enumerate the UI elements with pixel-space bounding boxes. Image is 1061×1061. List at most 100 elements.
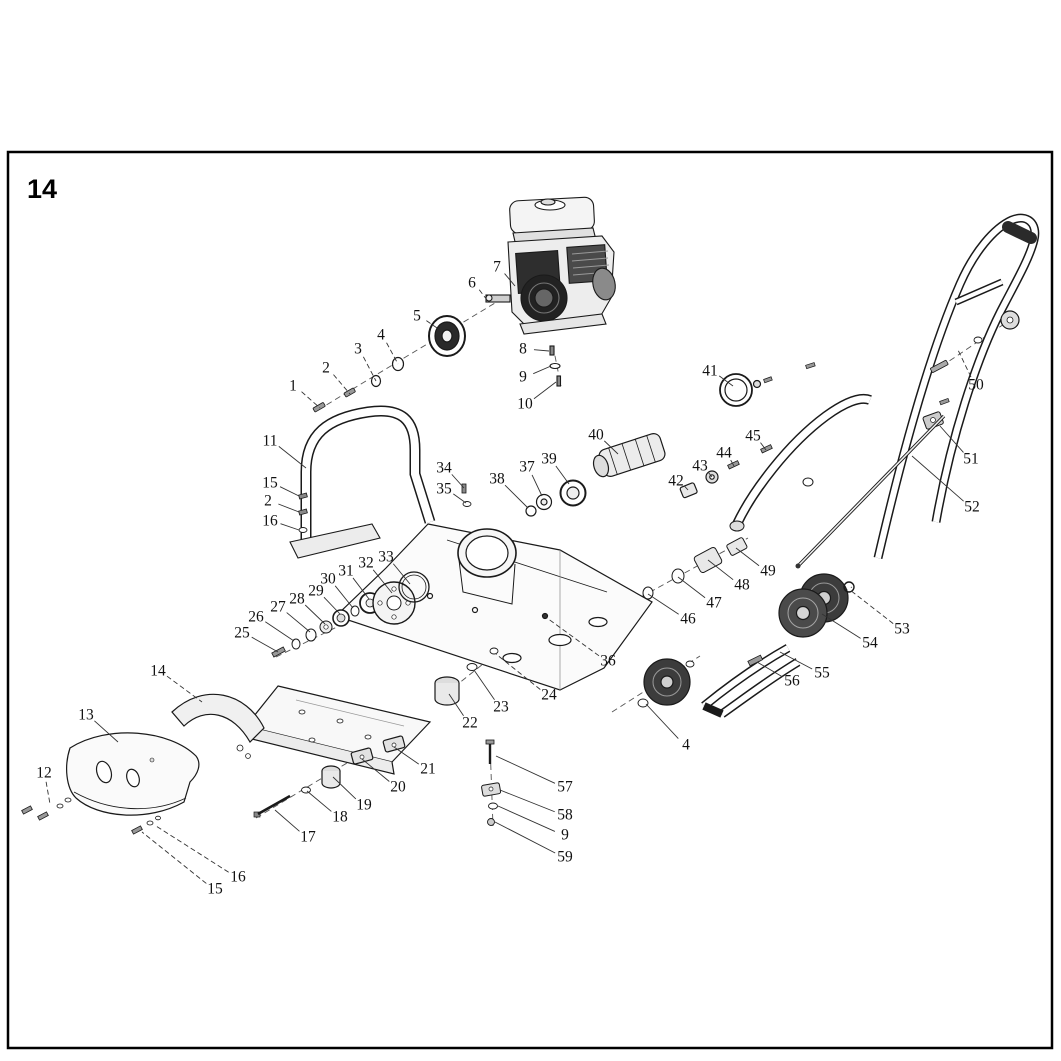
retaining-ring [843, 581, 855, 593]
washer [155, 815, 161, 821]
leader-line-14 [166, 675, 203, 703]
sole-fasteners [21, 797, 161, 835]
callout-12: 12 [36, 765, 52, 782]
callout-52: 52 [964, 499, 980, 516]
callout-44: 44 [716, 445, 732, 462]
leader-line-34 [451, 474, 465, 489]
callout-25: 25 [234, 625, 250, 642]
leader-line-58 [499, 789, 555, 813]
leader-line-10 [533, 381, 557, 400]
leader-line-46 [647, 593, 679, 615]
callout-31: 31 [338, 563, 354, 580]
page-number: 14 [27, 174, 57, 204]
bolt-head [485, 739, 495, 745]
callout-39: 39 [541, 451, 557, 468]
callout-24: 24 [541, 687, 557, 704]
callout-34: 34 [436, 460, 452, 477]
callout-33: 33 [378, 549, 394, 566]
leader-line-23 [473, 669, 495, 700]
bolt [461, 483, 467, 494]
upper-handle-frame [795, 213, 1040, 569]
washer [488, 802, 498, 810]
washer [146, 820, 154, 826]
wheel-kit [637, 573, 855, 718]
callout-21: 21 [420, 761, 436, 778]
leader-line-5 [426, 320, 441, 331]
leader-line-37 [531, 474, 543, 497]
leader-line-21 [393, 746, 420, 765]
callout-11: 11 [263, 433, 278, 450]
washer [466, 663, 478, 671]
callout-41: 41 [702, 363, 718, 380]
callout-8: 8 [519, 341, 527, 358]
sole-plate [66, 732, 200, 816]
callout-54: 54 [862, 635, 878, 652]
washer [973, 336, 983, 344]
callout-35: 35 [436, 481, 452, 498]
leader-line-36 [546, 617, 600, 657]
washer [671, 568, 685, 584]
bolt-head [253, 811, 261, 818]
callout-42: 42 [668, 473, 684, 490]
leader-line-26 [265, 621, 295, 642]
leader-line-35 [453, 493, 467, 504]
washer [301, 786, 311, 794]
washer [350, 605, 360, 617]
lower-handlebar [729, 362, 872, 532]
callout-50: 50 [968, 377, 984, 394]
leader-line-53 [849, 589, 894, 624]
handle-grip [1002, 221, 1037, 244]
leader-line-48 [707, 559, 734, 581]
callout-4: 4 [377, 327, 385, 344]
callout-32: 32 [358, 555, 374, 572]
leader-line-43 [707, 471, 713, 478]
leader-line-12 [45, 781, 51, 805]
leader-line-8 [533, 349, 550, 352]
leader-line-57 [495, 755, 556, 784]
callout-48: 48 [734, 577, 750, 594]
leader-line-17 [274, 809, 300, 832]
leader-line-7 [504, 273, 516, 287]
callout-16: 16 [230, 869, 246, 886]
callout-46: 46 [680, 611, 696, 628]
leader-line-56 [756, 661, 783, 678]
callout-29: 29 [308, 583, 324, 600]
bolt [298, 508, 308, 516]
leader-line-9 [533, 365, 552, 375]
loop-base-plate [289, 523, 381, 559]
leader-line-42 [684, 486, 689, 491]
leader-line-16 [280, 523, 300, 531]
leader-line-22 [448, 693, 464, 716]
leader-line-4 [386, 342, 399, 365]
callout-30: 30 [320, 571, 336, 588]
callout-58: 58 [557, 807, 573, 824]
leader-line-24 [495, 653, 541, 690]
bolt [939, 397, 950, 406]
fuel-cap [540, 198, 556, 206]
base-frame [244, 647, 499, 818]
leader-line-31 [352, 577, 370, 600]
leader-line-30 [334, 585, 354, 609]
handle-loop [289, 405, 436, 559]
leader-line-2 [278, 503, 300, 513]
callout-1: 1 [289, 378, 297, 395]
deck-plate [334, 523, 653, 691]
washer [56, 803, 64, 809]
leader-line-9 [497, 805, 556, 832]
leader-line-38 [504, 484, 529, 509]
bolt [805, 362, 816, 370]
gasket-ring [398, 571, 430, 603]
callout-7: 7 [493, 259, 501, 276]
engine [485, 196, 616, 387]
muffler [592, 267, 616, 301]
callout-3: 3 [354, 341, 362, 358]
callout-17: 17 [300, 829, 316, 846]
leader-line-25 [251, 636, 279, 653]
callout-49: 49 [760, 563, 776, 580]
callout-51: 51 [963, 451, 979, 468]
callout-53: 53 [894, 621, 910, 638]
leader-line-54 [821, 613, 861, 639]
callout-10: 10 [517, 396, 533, 413]
